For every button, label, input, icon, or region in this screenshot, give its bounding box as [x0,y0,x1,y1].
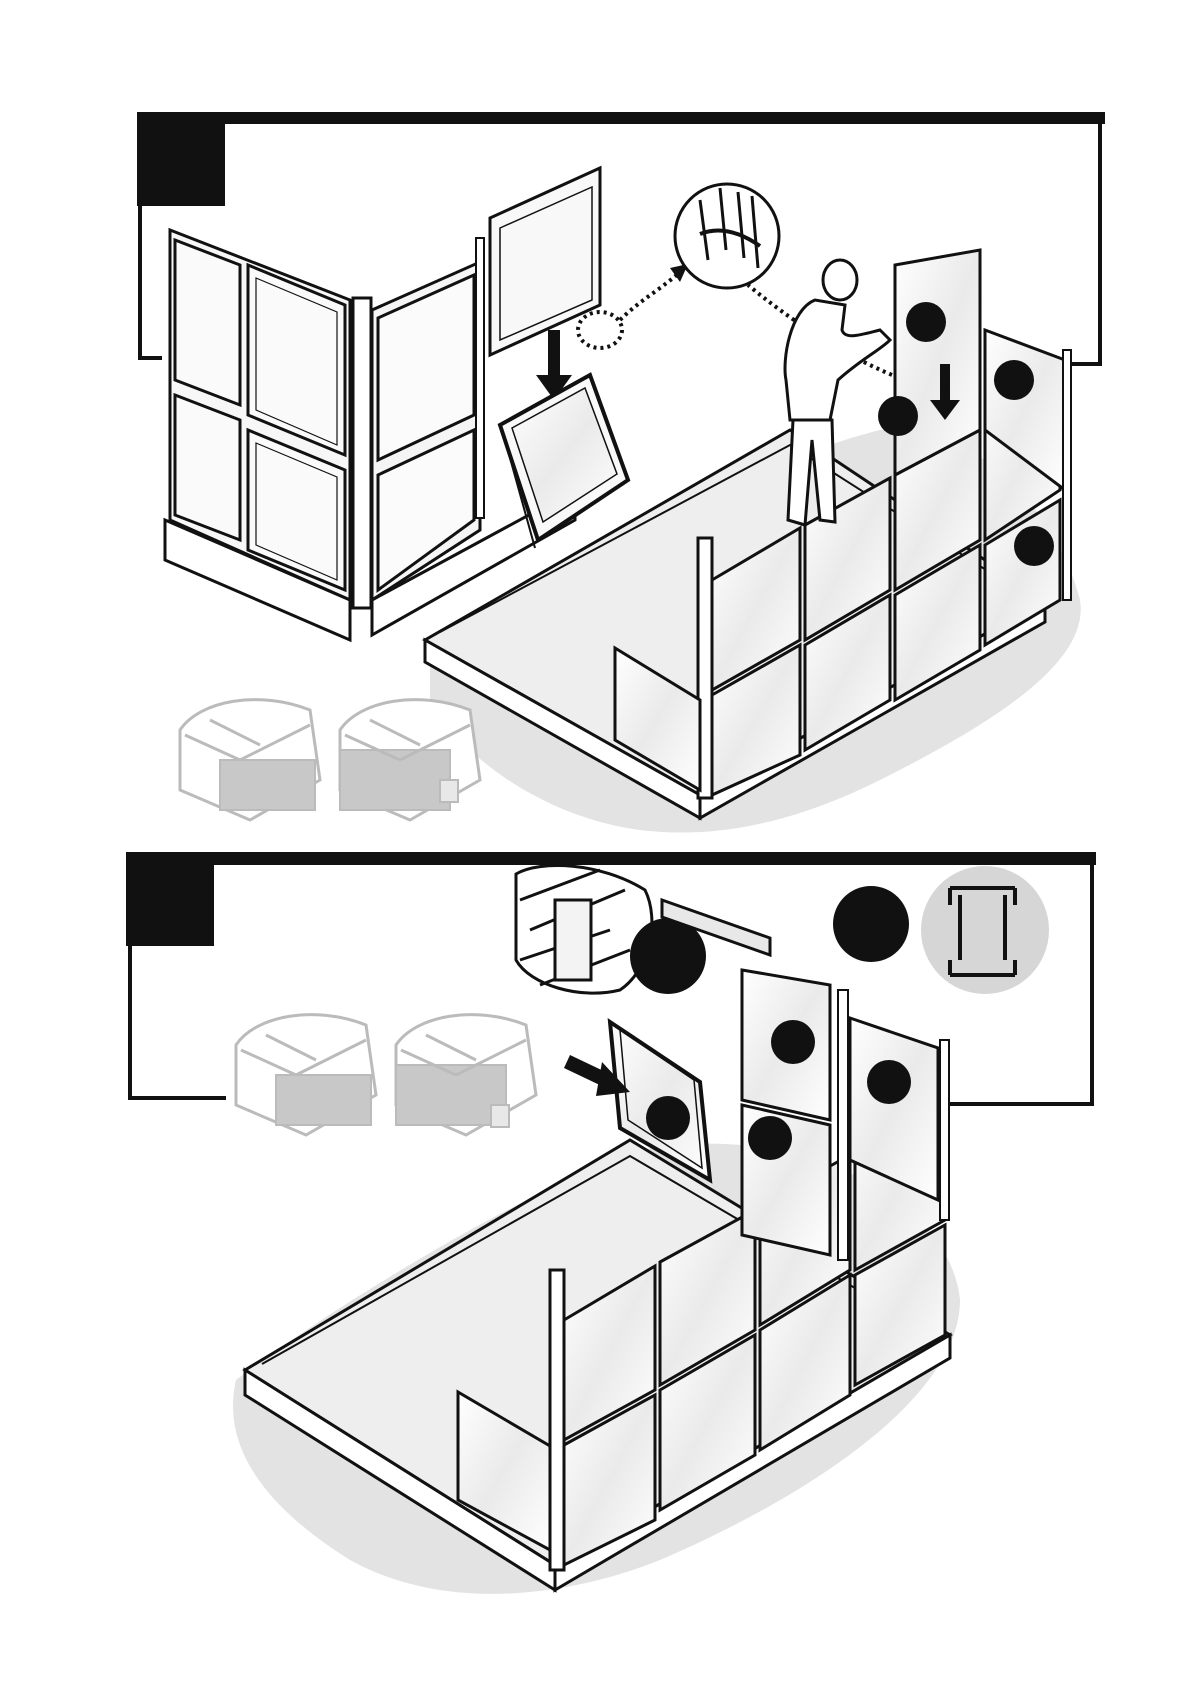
step-a-callout-3 [878,396,918,436]
step-b [126,852,1096,1594]
step-b-thumbnail-1 [236,1015,376,1135]
step-a-callout-2 [994,360,1034,400]
step-b-callout-4 [748,1116,792,1160]
step-b-callout-2 [867,1060,911,1104]
step-a [137,112,1105,833]
step-b-thumbnail-2 [396,1015,536,1135]
step-a-thumbnail-2 [340,700,480,820]
step-b-channel-inset [516,866,706,994]
step-b-cross-section-inset [833,866,1049,994]
step-a-detail-inset [675,184,779,288]
step-b-callout-5 [833,886,909,962]
step-a-number-box [137,118,225,206]
step-a-callout-4 [1014,526,1054,566]
step-b-callout-1 [771,1020,815,1064]
step-b-front-post [550,1270,564,1570]
step-a-thumbnail-1 [180,700,320,820]
step-b-number-box [126,858,214,946]
step-a-callout-1 [906,302,946,342]
step-b-callout-3 [646,1096,690,1140]
